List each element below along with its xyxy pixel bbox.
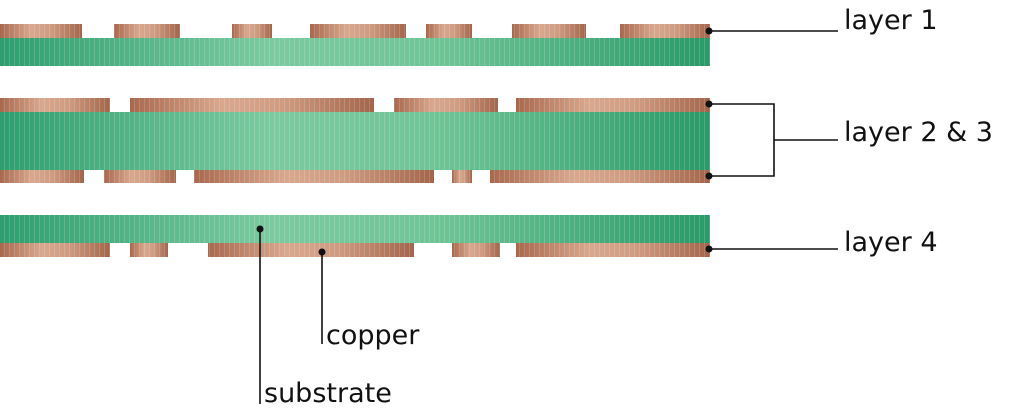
copper-top-layer-1 [0,24,710,38]
substrate-layer-2-3 [0,112,710,170]
leader-dots [256,27,713,256]
board-layer-2-3 [0,98,710,183]
copper-bottom-layer-4 [0,243,710,257]
substrate-layer-1 [0,38,710,66]
label-substrate: substrate [264,378,392,409]
dot-copper [318,248,326,256]
bracket-layer-2-3 [709,103,838,177]
label-layer-2-3: layer 2 & 3 [844,117,993,148]
substrate-layer-4 [0,215,710,243]
dot-layer-3 [705,172,713,180]
leader-lines [259,30,838,404]
label-copper: copper [326,320,420,351]
dot-layer-2 [705,100,713,108]
board-layer-1 [0,24,710,66]
dot-substrate [256,225,264,233]
board-layer-4 [0,215,710,257]
copper-top-layer-2 [0,98,710,112]
label-layer-4: layer 4 [844,227,938,258]
dot-layer-1 [705,27,713,35]
dot-layer-4 [705,245,713,253]
label-layer-1: layer 1 [844,5,938,36]
copper-bottom-layer-3 [0,170,710,183]
